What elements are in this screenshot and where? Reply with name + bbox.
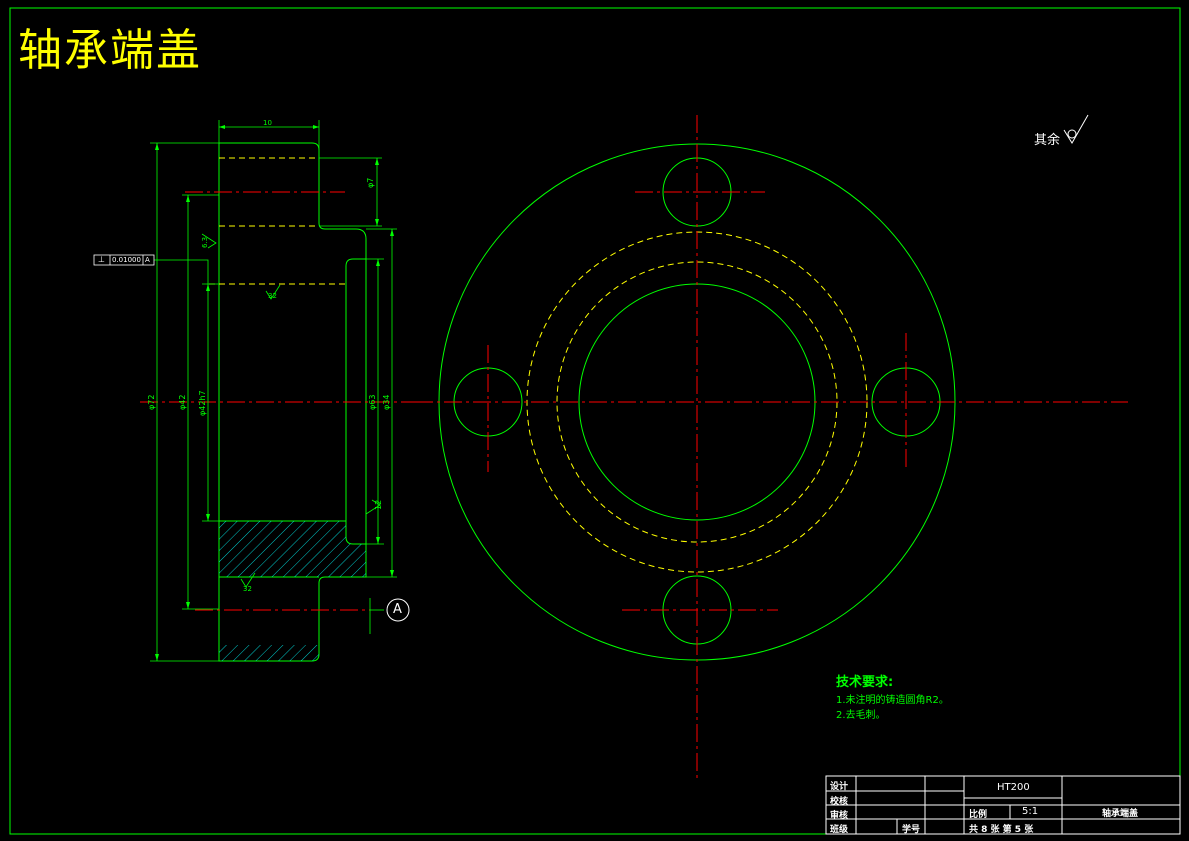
dimension-arrows xyxy=(155,125,394,661)
tech-item-2: 2.去毛刺。 xyxy=(836,710,886,721)
hatch-region-bottom xyxy=(219,645,319,661)
ra-63: 6.3 xyxy=(201,236,209,248)
tb-part-name: 轴承端盖 xyxy=(1102,809,1139,819)
tolerance-value: 0.01000 xyxy=(112,256,141,264)
hatch-region-main xyxy=(219,521,366,583)
tolerance-symbol: ⊥ xyxy=(98,255,105,264)
tolerance-datum: A xyxy=(145,256,150,264)
center-lines-front xyxy=(415,115,1128,778)
dim-r12: 12 xyxy=(374,499,383,510)
tech-item-1: 1.未注明的铸造圆角R2。 xyxy=(836,695,949,706)
dim-phi42h7: φ42h7 xyxy=(198,390,207,416)
dim-phi42: φ42 xyxy=(178,394,187,410)
dim-phi34: φ34 xyxy=(382,394,391,410)
datum-circle xyxy=(386,598,410,622)
title-block xyxy=(825,775,1181,835)
tb-label-check: 校核 xyxy=(830,797,849,807)
drawing-border xyxy=(9,7,1181,835)
tech-requirements: 技术要求: 1.未注明的铸造圆角R2。 2.去毛刺。 xyxy=(836,675,949,723)
center-lines-section xyxy=(140,191,420,611)
tb-label-design: 设计 xyxy=(830,782,849,792)
datum-label: A xyxy=(393,602,402,617)
drawing-title: 轴承端盖 xyxy=(18,25,202,76)
roughness-note-symbol xyxy=(1063,114,1089,144)
dim-width-top: 10 xyxy=(263,119,272,127)
dim-phi7: φ7 xyxy=(366,177,375,188)
roughness-symbols xyxy=(201,233,381,588)
tb-scale-label: 比例 xyxy=(969,810,988,820)
hidden-lines-section xyxy=(209,157,346,285)
tb-label-student-no: 学号 xyxy=(902,825,921,835)
tech-heading: 技术要求: xyxy=(836,675,894,690)
ra-32a: 32 xyxy=(268,292,277,300)
dim-phi72: φ72 xyxy=(147,394,156,410)
tb-material: HT200 xyxy=(997,782,1030,793)
tb-sheets: 共 8 张 第 5 张 xyxy=(969,825,1034,835)
dimension-lines-section xyxy=(150,120,397,662)
tb-scale-value: 5:1 xyxy=(1022,806,1039,817)
tolerance-frame xyxy=(93,254,155,266)
tb-label-review: 审核 xyxy=(830,811,849,821)
dim-phi63: φ63 xyxy=(368,394,377,410)
roughness-note: 其余 xyxy=(1034,133,1061,148)
tb-label-class: 班级 xyxy=(830,825,849,835)
ra-32b: 32 xyxy=(243,585,252,593)
